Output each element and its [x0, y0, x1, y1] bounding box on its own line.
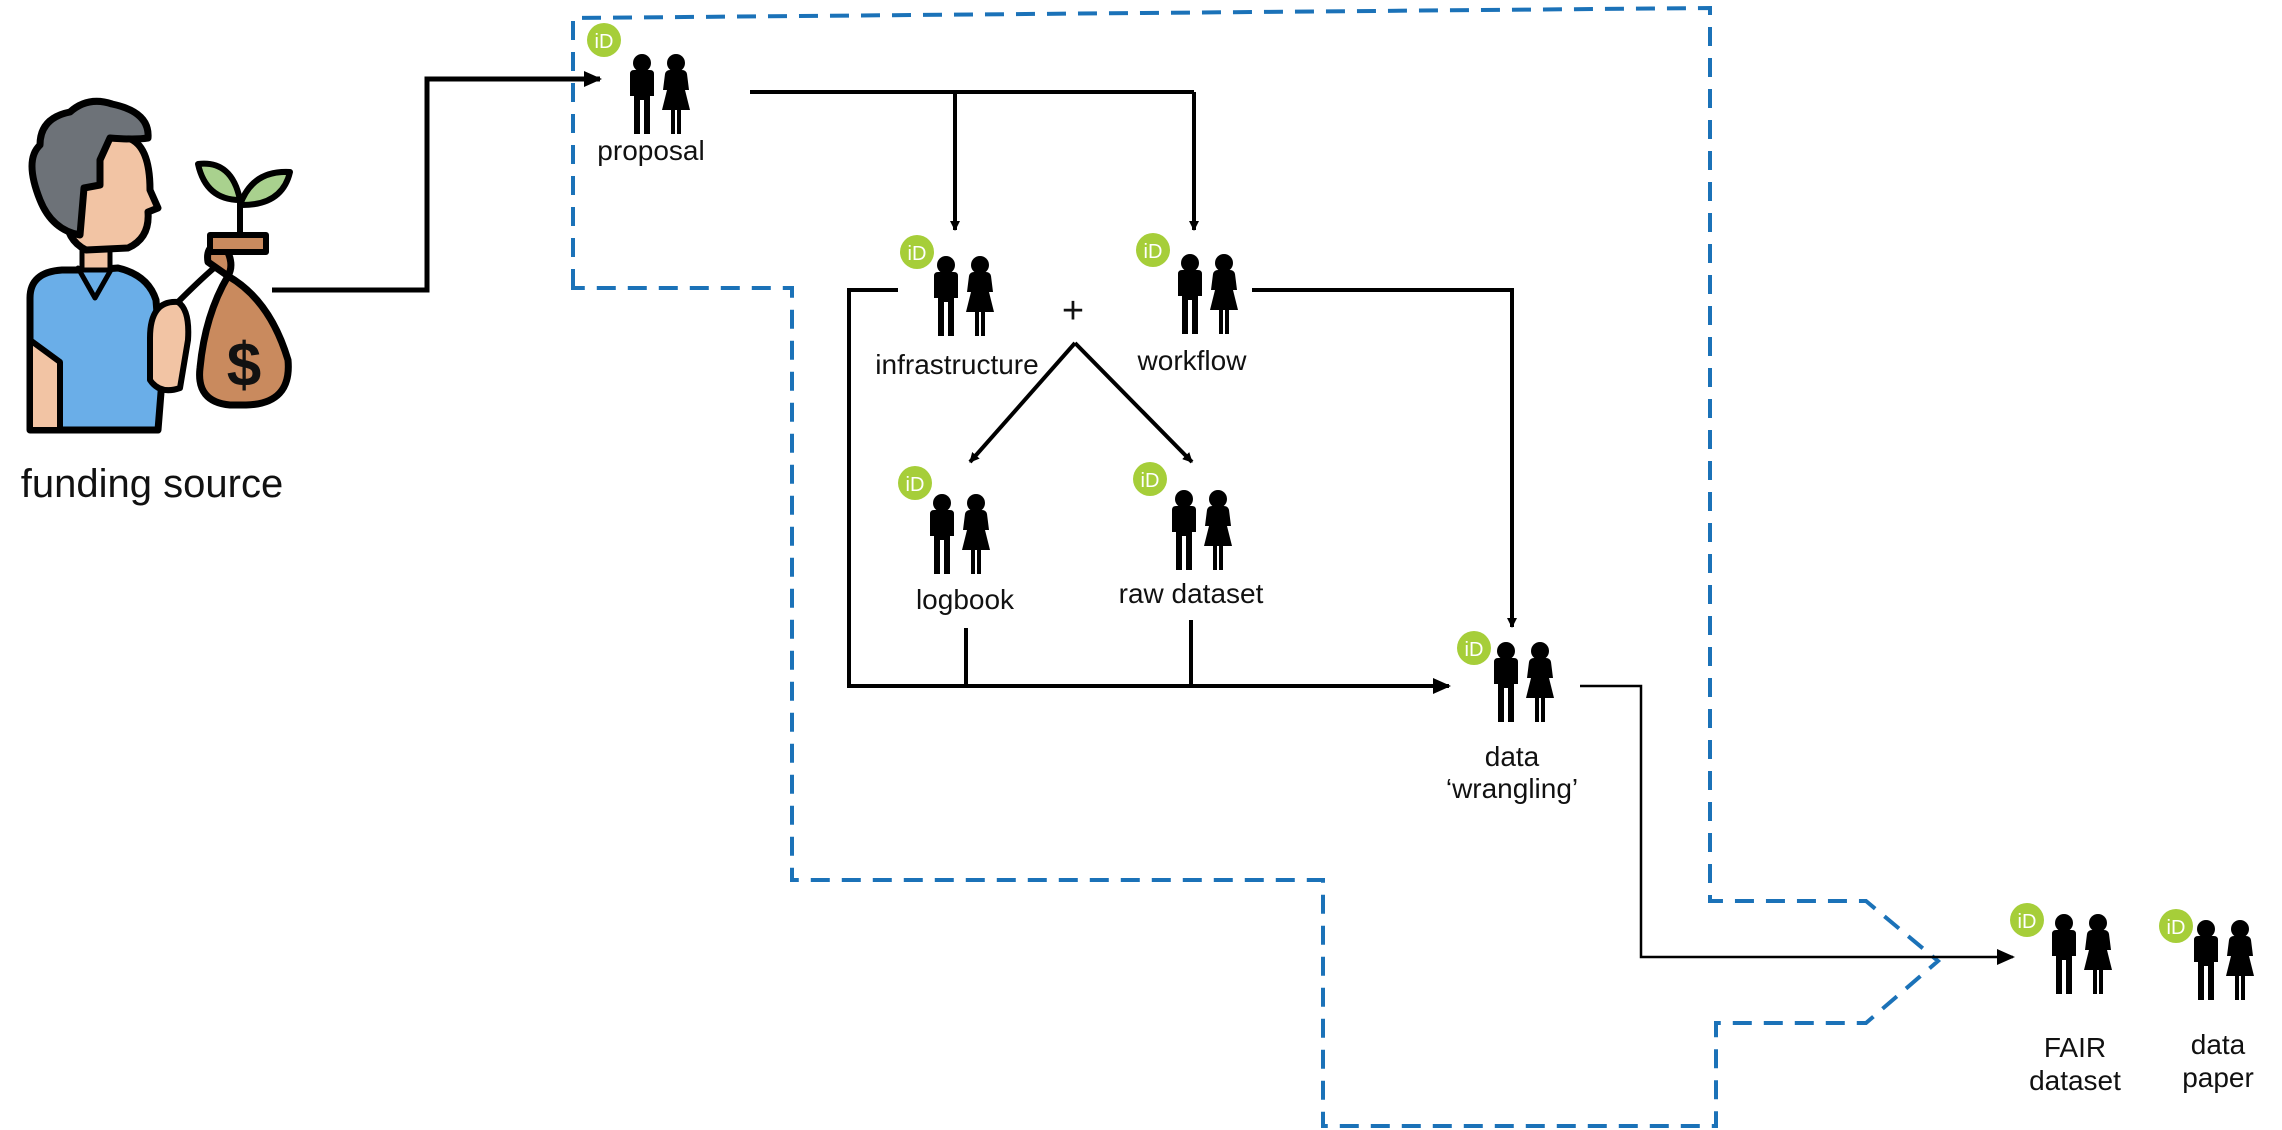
- node-proposal: iD proposal: [587, 23, 705, 166]
- node-data-wrangling: iD data ‘wrangling’: [1446, 631, 1578, 804]
- plus-sign: +: [1062, 290, 1084, 332]
- orcid-text: iD: [2167, 917, 2186, 939]
- arrow-plus-to-logbook: [968, 341, 1077, 464]
- orcid-text: iD: [2018, 911, 2037, 933]
- node-label-line1: data: [2191, 1029, 2246, 1060]
- orcid-text: iD: [1141, 470, 1160, 492]
- funding-source-label: funding source: [21, 462, 283, 506]
- node-label-line2: paper: [2182, 1062, 2254, 1093]
- funding-source-node: $ funding source: [21, 97, 293, 506]
- node-label: raw dataset: [1119, 578, 1264, 609]
- people-pair-icon: [2052, 914, 2112, 994]
- node-label: infrastructure: [875, 349, 1038, 380]
- people-pair-icon: [630, 54, 690, 134]
- node-label-line1: FAIR: [2044, 1032, 2106, 1063]
- funder-hair: [28, 97, 152, 239]
- people-pair-icon: [2194, 920, 2254, 1000]
- arrow-funding-to-proposal: [272, 71, 602, 293]
- people-pair-icon: [930, 494, 990, 574]
- plant-leaf-right: [237, 168, 293, 209]
- orcid-text: iD: [1144, 241, 1163, 263]
- node-infrastructure: iD infrastructure: [875, 235, 1039, 380]
- people-pair-icon: [1178, 254, 1238, 334]
- arrow-plus-to-raw-dataset: [1073, 341, 1194, 464]
- arrow-workflow-to-wrangling: [1252, 288, 1517, 628]
- node-label: logbook: [916, 584, 1015, 615]
- node-label-line1: data: [1485, 741, 1540, 772]
- dollar-sign: $: [227, 331, 261, 400]
- node-data-paper: iD data paper: [2159, 909, 2254, 1093]
- funder-right-hand: [147, 298, 192, 394]
- project-boundary-dashed: [571, 5, 1942, 1128]
- node-logbook: iD logbook: [898, 466, 1015, 615]
- node-label-line2: dataset: [2029, 1065, 2121, 1096]
- node-label: proposal: [597, 135, 704, 166]
- node-label: workflow: [1137, 345, 1248, 376]
- orcid-text: iD: [1465, 639, 1484, 661]
- plant-leaf-left: [195, 160, 243, 203]
- funder-left-arm: [27, 337, 63, 433]
- orcid-text: iD: [595, 31, 614, 53]
- node-raw-dataset: iD raw dataset: [1119, 462, 1264, 609]
- people-pair-icon: [1494, 642, 1554, 722]
- people-pair-icon: [934, 256, 994, 336]
- node-fair-dataset: iD FAIR dataset: [2010, 903, 2121, 1096]
- investor-with-money-bag-icon: [26, 97, 293, 434]
- money-bag-tie: [207, 232, 269, 255]
- arrow-wrangling-to-fair-dataset: [1580, 684, 2015, 965]
- arrow-infrastructure-to-wrangling: [847, 288, 1451, 694]
- orcid-text: iD: [906, 474, 925, 496]
- orcid-text: iD: [908, 243, 927, 265]
- money-bag: [196, 238, 292, 409]
- connector-lines: [272, 71, 2015, 965]
- node-label-line2: ‘wrangling’: [1446, 773, 1578, 804]
- node-workflow: iD workflow: [1136, 233, 1247, 376]
- funder-collar: [75, 265, 115, 301]
- people-pair-icon: [1172, 490, 1232, 570]
- funder-thumb: [175, 265, 217, 305]
